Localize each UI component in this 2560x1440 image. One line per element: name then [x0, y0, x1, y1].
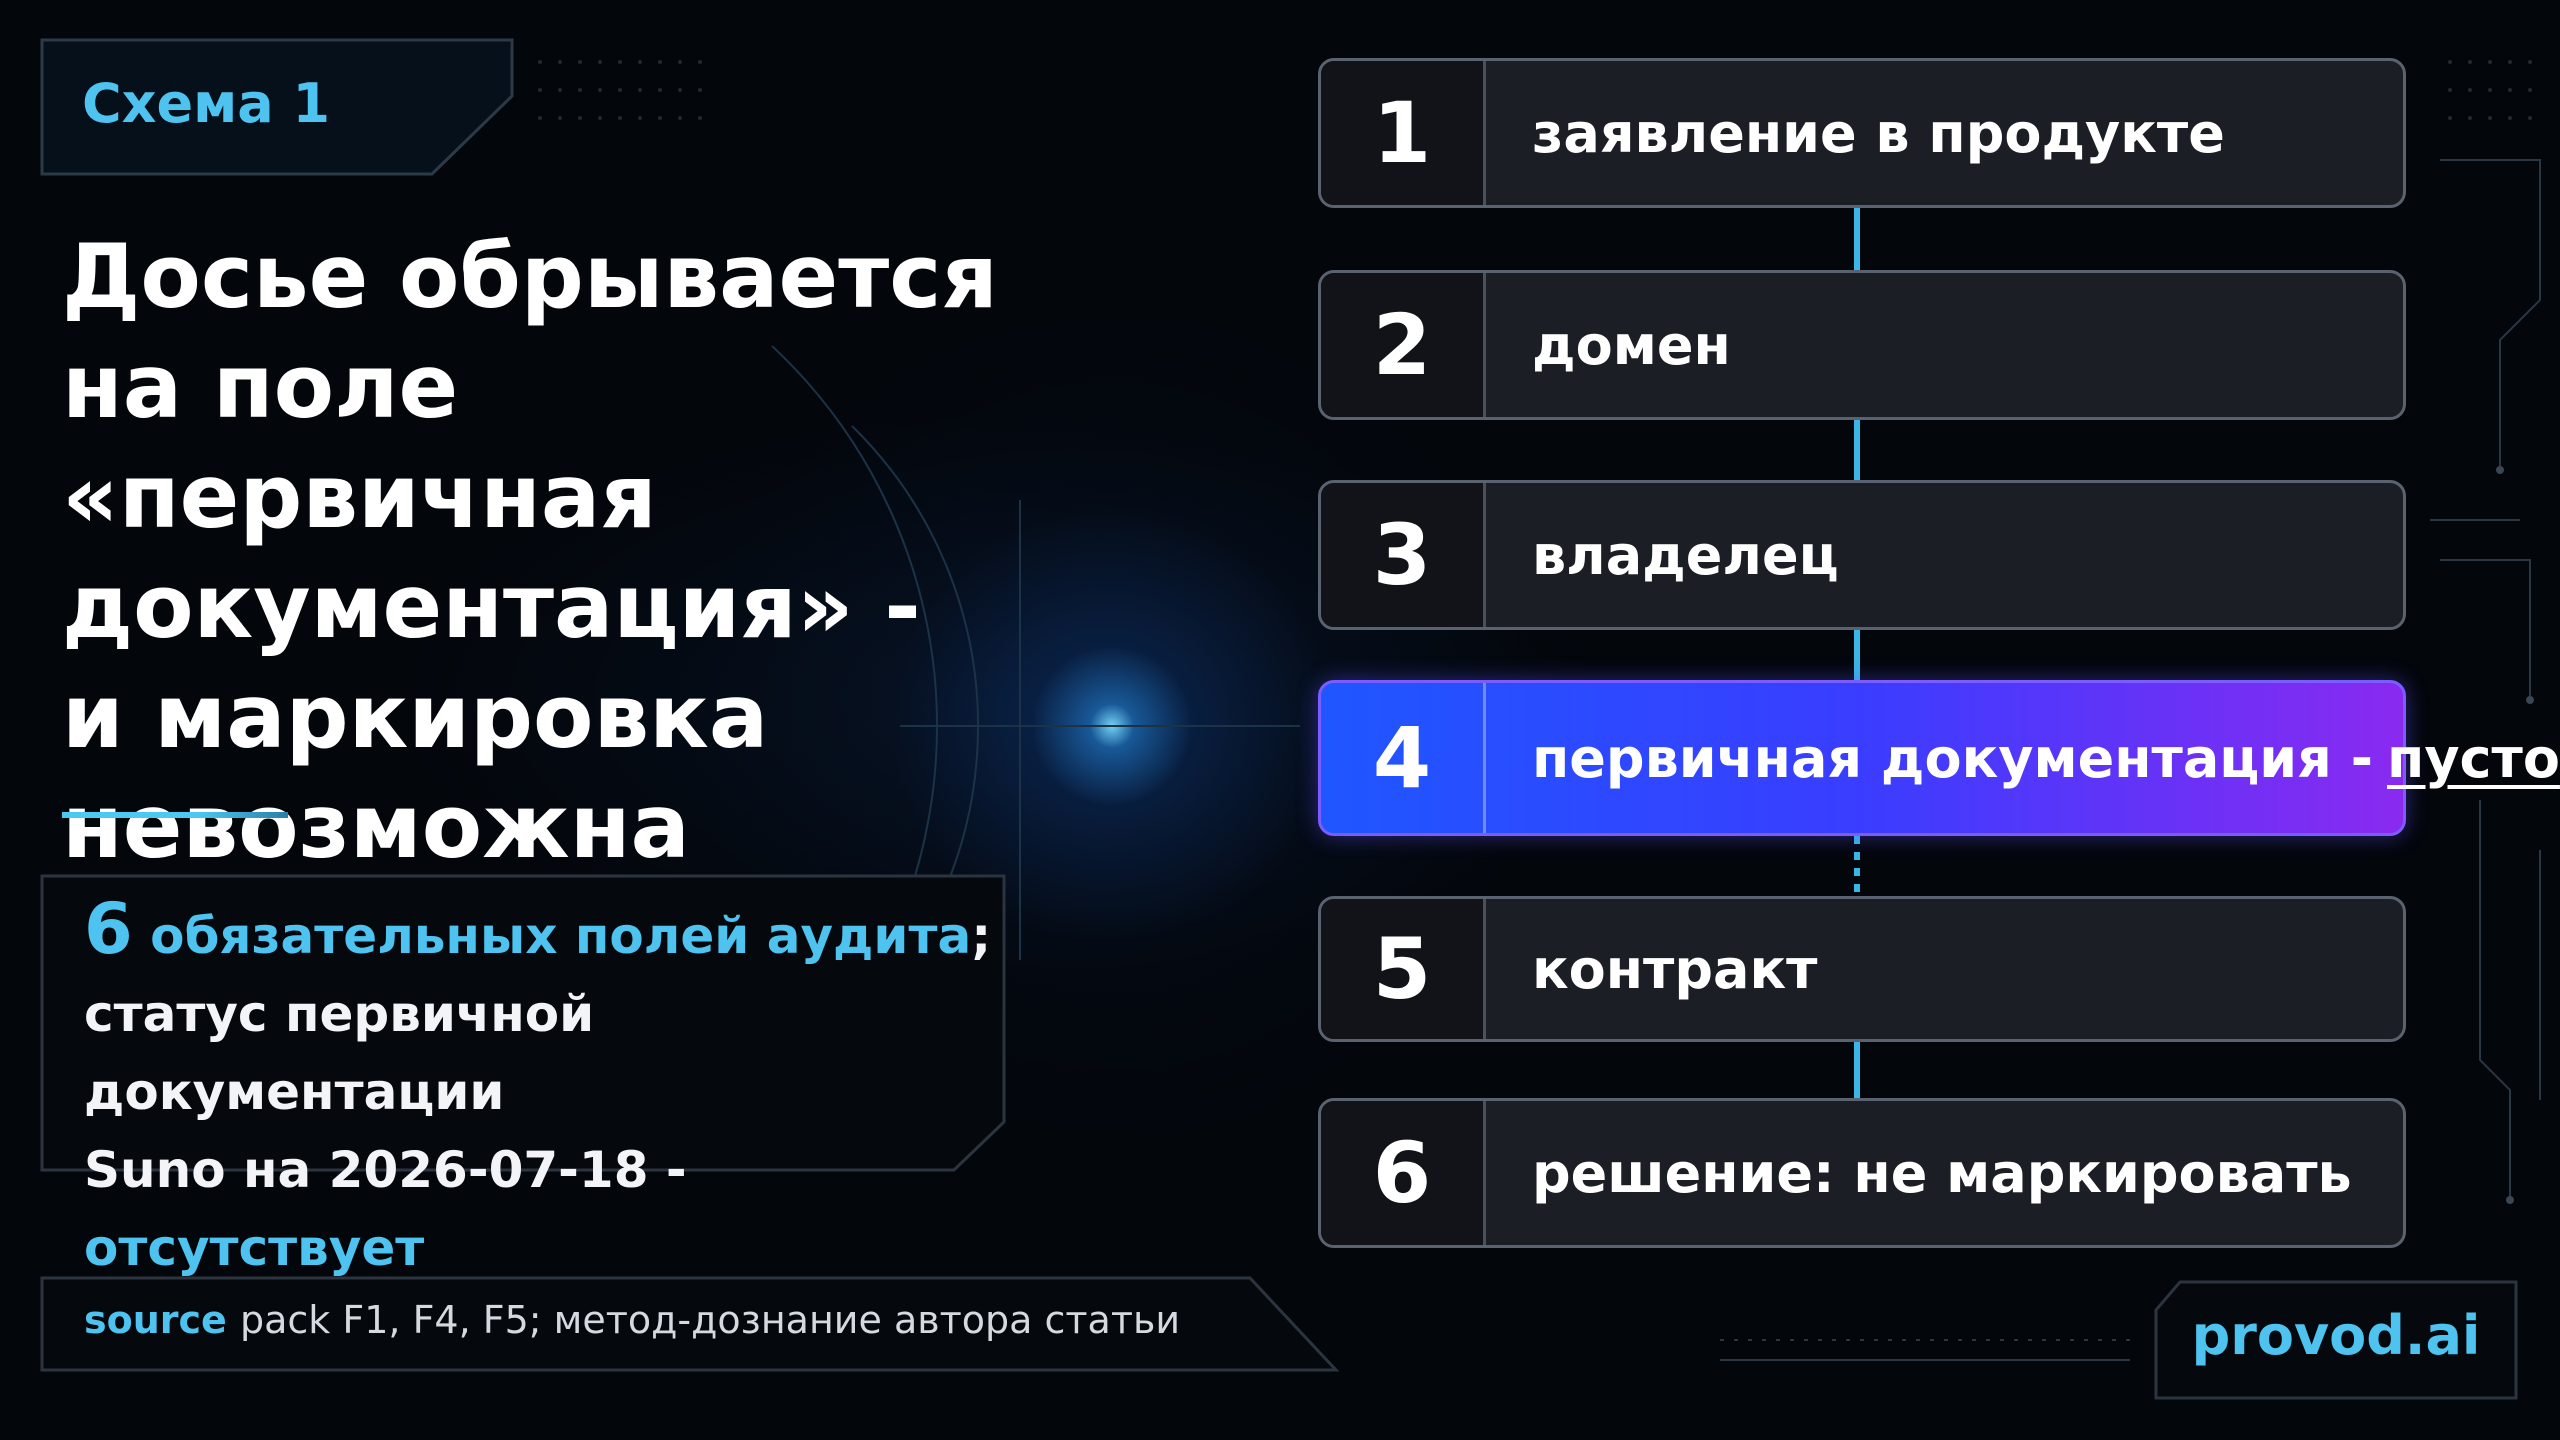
step-6: 6 решение: не маркировать [1318, 1098, 2406, 1248]
step-1: 1 заявление в продукте [1318, 58, 2406, 208]
tag-frame [40, 38, 514, 176]
brand-logo: provod.ai [2191, 1304, 2481, 1367]
source-text: pack F1, F4, F5; метод-дознание автора с… [240, 1298, 1181, 1342]
page-title: Досье обрывается на поле «первичная доку… [62, 222, 1062, 882]
info-line-1: 6 обязательных полей аудита; [84, 890, 1004, 975]
brand-frame [2154, 1280, 2518, 1400]
connector-line-dashed [1854, 836, 1860, 896]
step-number: 6 [1321, 1101, 1486, 1245]
step-2: 2 домен [1318, 270, 2406, 420]
step-number: 2 [1321, 273, 1486, 417]
required-fields-label: обязательных полей аудита [150, 907, 972, 965]
brand-box: provod.ai [2154, 1280, 2518, 1400]
diagram-tag: Схема 1 [40, 38, 514, 176]
required-fields-count: 6 [84, 888, 133, 970]
title-line: документация» - [62, 555, 921, 658]
info-semicolon: ; [971, 907, 992, 965]
source-frame [40, 1276, 1340, 1372]
info-text: 6 обязательных полей аудита; статус перв… [84, 890, 1004, 1287]
info-frame [40, 874, 1006, 1172]
step-label: первичная документация - пусто [1486, 683, 2560, 833]
step-3: 3 владелец [1318, 480, 2406, 630]
title-line: и маркировка [62, 665, 769, 768]
step-label: контракт [1532, 937, 1818, 1001]
source-box: source pack F1, F4, F5; метод-дознание а… [40, 1276, 1340, 1372]
title-line: на поле «первичная [62, 335, 657, 548]
step-number: 4 [1321, 683, 1486, 833]
step-number: 5 [1321, 899, 1486, 1039]
step-label: владелец [1532, 523, 1839, 587]
connector-line [1854, 1040, 1860, 1100]
tag-label: Схема 1 [82, 72, 331, 135]
step-4-highlighted: 4 первичная документация - пусто [1318, 680, 2560, 836]
step-label: решение: не маркировать [1532, 1141, 2352, 1205]
source-label: source [84, 1298, 227, 1342]
connector-line [1854, 208, 1860, 270]
title-line: Досье обрывается [62, 225, 998, 328]
step-number: 1 [1321, 61, 1486, 205]
info-date-prefix: Suno на 2026-07-18 - [84, 1141, 687, 1199]
empty-value-marker: пусто [2387, 726, 2560, 790]
connector-line [1854, 630, 1860, 680]
step-label: заявление в продукте [1532, 101, 2225, 165]
steps-diagram: 1 заявление в продукте 2 домен 3 владеле… [1318, 58, 2560, 1248]
step-5: 5 контракт [1318, 896, 2406, 1042]
info-line-3: Suno на 2026-07-18 - отсутствует [84, 1131, 1004, 1287]
title-underline [62, 812, 288, 818]
info-box: 6 обязательных полей аудита; статус перв… [40, 874, 1006, 1277]
connector-line [1854, 420, 1860, 480]
status-value: отсутствует [84, 1219, 425, 1277]
step-label-text: первичная документация - [1532, 726, 2374, 790]
title-line: невозможна [62, 775, 690, 878]
step-number: 3 [1321, 483, 1486, 627]
info-line-2: статус первичной документации [84, 985, 595, 1121]
step-label: домен [1532, 313, 1731, 377]
